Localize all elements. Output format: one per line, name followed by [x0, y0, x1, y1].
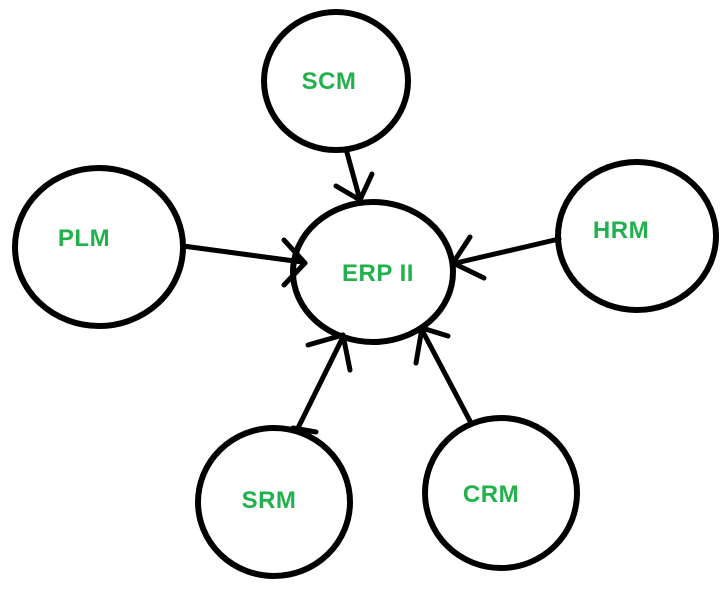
hrm-node-circle	[555, 159, 719, 313]
srm-node-circle	[195, 425, 353, 579]
erp2-center-label: ERP II	[342, 260, 414, 287]
crm-node-circle	[422, 415, 580, 571]
scm-node-label: SCM	[301, 68, 357, 95]
arrow-scm-to-erp2	[333, 146, 375, 203]
plm-node-label: PLM	[57, 225, 111, 252]
scm-node-circle	[261, 9, 411, 153]
arrow-hrm-to-erp2	[450, 234, 562, 281]
arrow-plm-to-erp2	[180, 237, 308, 288]
crm-node-label: CRM	[462, 481, 520, 508]
arrow-crm-to-erp2	[413, 325, 473, 424]
arrow-srm-to-erp2	[290, 332, 353, 435]
hrm-node-label: HRM	[592, 217, 650, 244]
srm-node-label: SRM	[241, 487, 297, 514]
